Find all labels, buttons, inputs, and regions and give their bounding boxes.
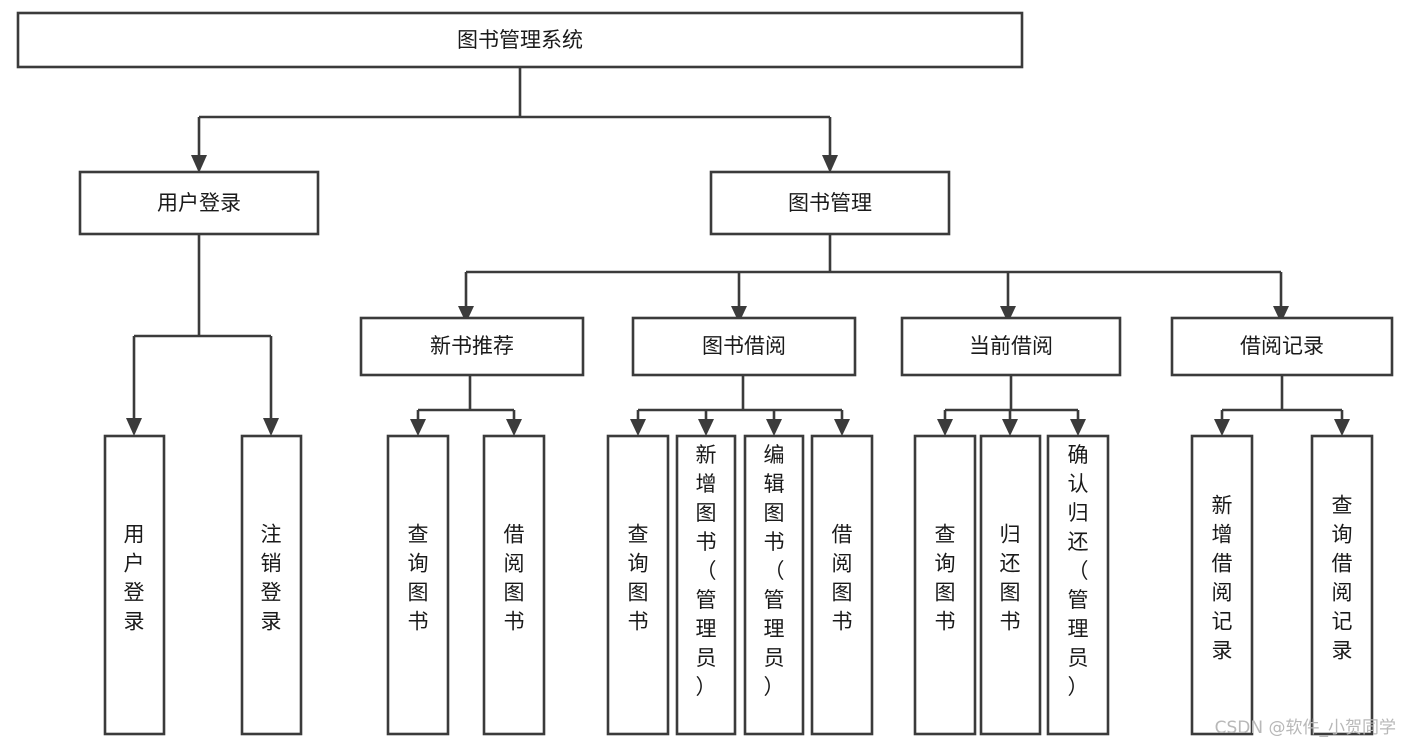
leaf-book-borrow-2-label: 新增图书（管理员） (696, 443, 717, 699)
node-new-book-recommend-box (359, 316, 585, 377)
leaf-user-login-1-box (103, 434, 166, 736)
leaf-book-borrow-4[interactable]: 借阅图书 (810, 434, 874, 736)
arrow-head-level3-2 (731, 306, 747, 323)
node-book-management[interactable]: 图书管理 (709, 170, 951, 236)
leaf-borrow-record-2-label: 查询借阅记录 (1332, 494, 1353, 663)
leaf-current-borrow-1[interactable]: 查询图书 (913, 434, 977, 736)
arrow-head-userlogin (191, 155, 207, 173)
arrow-head-recommend-leaf-2 (506, 419, 522, 436)
leaf-book-borrow-4-box (810, 434, 874, 736)
connector-layer (126, 67, 1350, 436)
leaf-book-borrow-2[interactable]: 新增图书（管理员） (675, 434, 737, 736)
leaf-book-borrow-1-box (606, 434, 670, 736)
watermark-label: CSDN @软件_小贺同学 (1215, 718, 1396, 738)
node-root-box (16, 11, 1024, 69)
leaf-recommend-1-box (386, 434, 450, 736)
leaf-recommend-2-label: 借阅图书 (504, 523, 525, 634)
leaf-current-borrow-1-label: 查询图书 (935, 523, 956, 634)
node-book-management-label: 图书管理 (788, 191, 872, 215)
leaf-user-login-1[interactable]: 用户登录 (103, 434, 166, 736)
arrow-head-bookmgmt (822, 155, 838, 173)
leaf-current-borrow-1-box (913, 434, 977, 736)
arrow-head-borrow-leaf-1 (630, 419, 646, 436)
arrow-head-current-leaf-1 (937, 419, 953, 436)
arrow-head-user-leaf-2 (263, 418, 279, 436)
node-borrow-record-box (1170, 316, 1394, 377)
leaf-book-borrow-2-box (675, 434, 737, 736)
leaf-user-login-2-box (240, 434, 303, 736)
leaf-current-borrow-3[interactable]: 确认归还（管理员） (1046, 434, 1110, 736)
leaf-book-borrow-4-label: 借阅图书 (832, 523, 853, 634)
node-root-system[interactable]: 图书管理系统 (16, 11, 1024, 69)
node-user-login-box (78, 170, 320, 236)
node-current-borrow[interactable]: 当前借阅 (900, 316, 1122, 377)
leaf-borrow-record-1-box (1190, 434, 1254, 736)
arrow-head-borrow-leaf-4 (834, 419, 850, 436)
leaf-user-login-2[interactable]: 注销登录 (240, 434, 303, 736)
leaf-borrow-record-1[interactable]: 新增借阅记录 (1190, 434, 1254, 736)
arrow-head-borrow-leaf-2 (698, 419, 714, 436)
leaf-book-borrow-3-label: 编辑图书（管理员） (764, 443, 785, 699)
leaf-user-login-1-label: 用户登录 (124, 523, 145, 634)
node-user-login-label: 用户登录 (157, 191, 241, 215)
leaf-borrow-record-2[interactable]: 查询借阅记录 (1310, 434, 1374, 736)
leaf-current-borrow-2-box (979, 434, 1042, 736)
arrow-head-borrow-leaf-3 (766, 419, 782, 436)
leaf-recommend-2-box (482, 434, 546, 736)
arrow-head-current-leaf-2 (1002, 419, 1018, 436)
arrow-head-current-leaf-3 (1070, 419, 1086, 436)
leaf-borrow-record-1-label: 新增借阅记录 (1212, 494, 1233, 663)
node-root-label: 图书管理系统 (457, 28, 583, 52)
arrow-head-level3-3 (1000, 306, 1016, 323)
leaf-borrow-record-2-box (1310, 434, 1374, 736)
node-book-borrow-label: 图书借阅 (702, 334, 786, 358)
leaf-current-borrow-3-box (1046, 434, 1110, 736)
node-new-book-recommend[interactable]: 新书推荐 (359, 316, 585, 377)
leaf-current-borrow-2-label: 归还图书 (1000, 523, 1021, 634)
leaf-recommend-1[interactable]: 查询图书 (386, 434, 450, 736)
leaf-book-borrow-3-box (743, 434, 805, 736)
node-current-borrow-box (900, 316, 1122, 377)
node-book-borrow[interactable]: 图书借阅 (631, 316, 857, 377)
leaf-recommend-1-label: 查询图书 (408, 523, 429, 634)
node-borrow-record-label: 借阅记录 (1240, 334, 1324, 358)
arrow-head-level3-1 (458, 306, 474, 323)
node-borrow-record[interactable]: 借阅记录 (1170, 316, 1394, 377)
leaf-recommend-2[interactable]: 借阅图书 (482, 434, 546, 736)
node-user-login[interactable]: 用户登录 (78, 170, 320, 236)
node-new-book-recommend-label: 新书推荐 (430, 334, 514, 358)
leaf-current-borrow-3-label: 确认归还（管理员） (1068, 443, 1089, 699)
leaf-user-login-2-label: 注销登录 (261, 523, 282, 634)
arrow-head-record-leaf-2 (1334, 419, 1350, 436)
leaf-book-borrow-1[interactable]: 查询图书 (606, 434, 670, 736)
node-current-borrow-label: 当前借阅 (969, 334, 1053, 358)
arrow-head-level3-4 (1273, 306, 1289, 323)
node-book-management-box (709, 170, 951, 236)
leaf-book-borrow-3[interactable]: 编辑图书（管理员） (743, 434, 805, 736)
node-book-borrow-box (631, 316, 857, 377)
arrow-head-record-leaf-1 (1214, 419, 1230, 436)
leaf-current-borrow-2[interactable]: 归还图书 (979, 434, 1042, 736)
arrow-head-user-leaf-1 (126, 418, 142, 436)
arrow-head-recommend-leaf-1 (410, 419, 426, 436)
leaf-book-borrow-1-label: 查询图书 (628, 523, 649, 634)
